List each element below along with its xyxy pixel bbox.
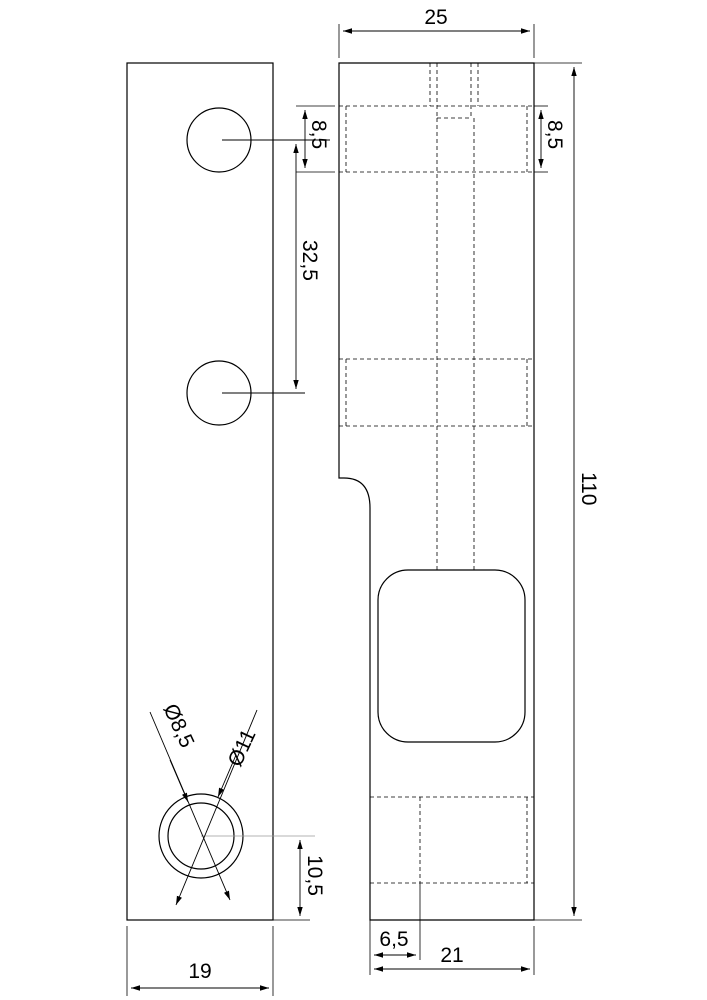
dim-bottom-offset-label: 10,5	[303, 855, 326, 896]
outer-diameter-leader	[175, 709, 258, 906]
outer-diameter-label: Ø11	[224, 726, 261, 770]
lower-tapped-hole	[370, 796, 534, 884]
right-view-outline	[338, 62, 535, 921]
dim-hole-spacing-label: 32,5	[298, 240, 321, 281]
central-bore	[436, 118, 475, 572]
right-view: 25 8,5 110 6,5 21	[338, 6, 600, 975]
dim-bottom-width-label: 21	[440, 944, 463, 967]
dim-top-width-label: 25	[424, 6, 447, 29]
top-tapped-hole	[429, 63, 479, 119]
middle-cross-bore	[339, 358, 534, 427]
left-view: Ø8,5 Ø11 8,5 32,5 10,5 19	[126, 62, 335, 996]
left-view-outline	[126, 62, 274, 921]
inner-diameter-leader	[149, 711, 231, 901]
inner-diameter-arrow	[169, 759, 189, 803]
dim-step-width-label: 6,5	[379, 928, 408, 951]
upper-cross-bore	[339, 105, 534, 173]
beam-window	[377, 569, 526, 743]
inner-diameter-label: Ø8,5	[158, 700, 198, 751]
dim-side-width-label: 19	[188, 960, 211, 983]
dim-top-offset-right-label: 8,5	[543, 120, 566, 149]
dim-total-height-label: 110	[577, 472, 600, 505]
outer-diameter-arrow	[217, 754, 237, 798]
dim-top-offset-left-label: 8,5	[307, 120, 330, 149]
